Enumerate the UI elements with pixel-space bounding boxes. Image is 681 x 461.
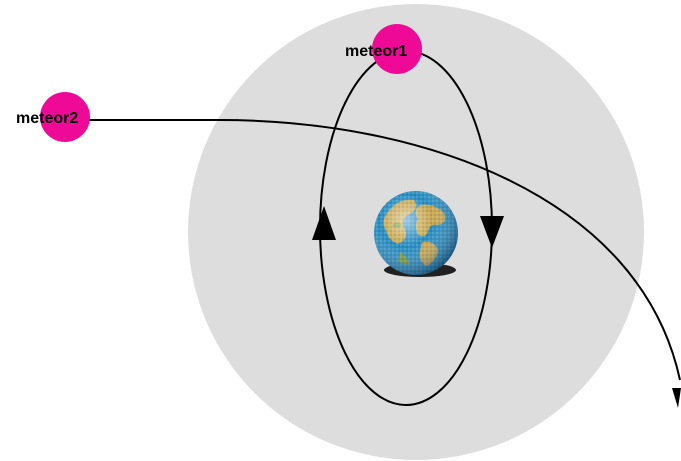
meteor2-body	[40, 92, 90, 142]
meteor1-label: meteor1	[345, 43, 407, 60]
meteor1-body	[372, 24, 422, 74]
orbit-arrow-down-icon	[480, 216, 504, 248]
meteor2-deflection-path	[66, 119, 681, 381]
earth-globe-icon	[374, 191, 458, 277]
orbit-arrow-up-icon	[312, 206, 336, 240]
meteor1[interactable]: meteor1	[345, 24, 422, 74]
meteor2-label: meteor2	[16, 110, 78, 127]
deflection-arrow-icon	[672, 388, 681, 408]
meteor2[interactable]: meteor2	[16, 92, 90, 142]
